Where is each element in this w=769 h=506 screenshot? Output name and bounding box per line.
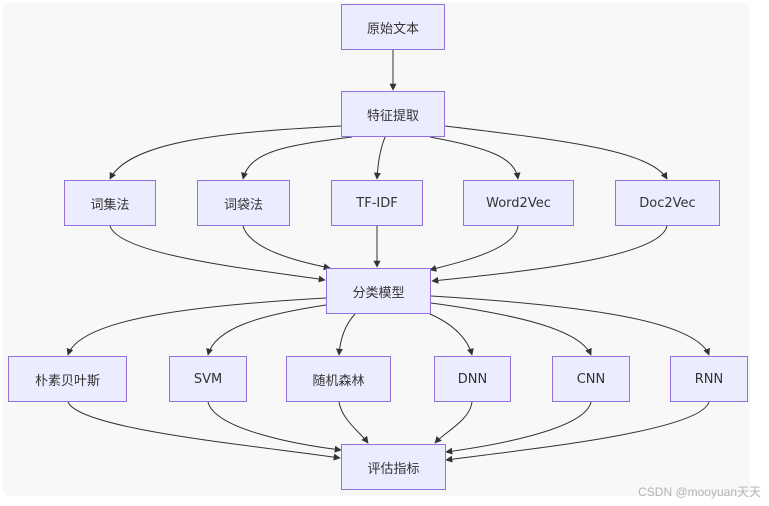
edge-d2v-to-model <box>431 225 668 284</box>
node-set-of-words: 词集法 <box>64 180 156 226</box>
watermark-text: CSDN @mooyuan天天 <box>638 485 761 499</box>
edge-cidai-to-model <box>242 225 331 271</box>
node-raw-text: 原始文本 <box>341 4 445 50</box>
canvas-background <box>2 2 750 496</box>
edge-model-to-svm <box>206 304 327 356</box>
edge-cnn-to-eval <box>445 401 592 455</box>
edge-model-to-rnn <box>430 295 710 356</box>
edge-nb-to-eval <box>67 401 341 461</box>
edge-svm-to-eval <box>207 401 342 453</box>
edge-feature-to-d2v <box>444 125 668 180</box>
edge-cifa-to-model <box>109 225 326 283</box>
node-evaluation-metrics: 评估指标 <box>341 444 446 490</box>
edge-model-to-cnn <box>430 302 592 356</box>
node-svm: SVM <box>169 356 247 402</box>
node-classification-model: 分类模型 <box>326 268 431 314</box>
node-dnn: DNN <box>434 356 511 402</box>
node-random-forest: 随机森林 <box>286 356 391 402</box>
edge-model-to-rf <box>335 313 356 356</box>
node-rnn: RNN <box>670 356 748 402</box>
edge-rnn-to-eval <box>445 401 710 463</box>
edge-w2v-to-model <box>429 225 519 272</box>
edge-feature-to-cifa <box>109 125 342 180</box>
edge-model-to-nb <box>66 297 327 356</box>
node-tfidf: TF-IDF <box>331 180 423 226</box>
node-bag-of-words: 词袋法 <box>197 180 290 226</box>
node-naive-bayes: 朴素贝叶斯 <box>8 356 127 402</box>
edge-feature-to-cidai <box>241 136 353 180</box>
node-word2vec: Word2Vec <box>463 180 574 226</box>
edge-dnn-to-eval <box>434 401 473 444</box>
edge-rf-to-eval <box>338 401 369 444</box>
node-feature-extraction: 特征提取 <box>341 91 445 137</box>
node-doc2vec: Doc2Vec <box>615 180 720 226</box>
node-cnn: CNN <box>552 356 630 402</box>
edge-feature-to-w2v <box>429 136 521 180</box>
edge-feature-to-tfidf <box>373 136 386 180</box>
edge-model-to-dnn <box>429 313 474 356</box>
